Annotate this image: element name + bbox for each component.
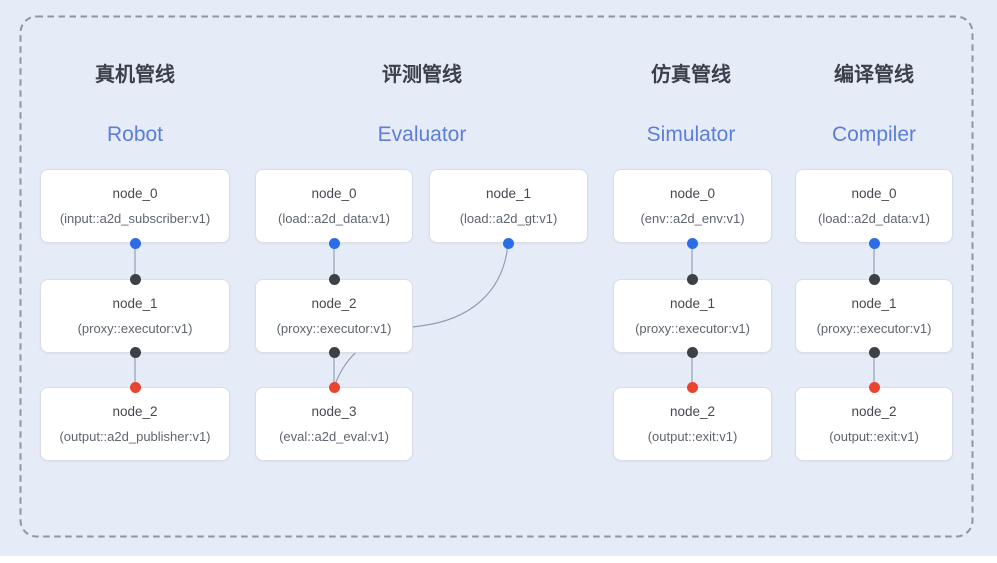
blue-port-dot bbox=[328, 237, 340, 249]
node-box-robot-node_1: node_1(proxy::executor:v1) bbox=[40, 279, 230, 353]
node-subtitle: (proxy::executor:v1) bbox=[276, 321, 392, 336]
node-subtitle: (load::a2d_gt:v1) bbox=[459, 211, 558, 226]
node-subtitle: (eval::a2d_eval:v1) bbox=[279, 429, 389, 444]
node-box-evaluator-node_0: node_0(load::a2d_data:v1) bbox=[255, 169, 413, 243]
node-title: node_0 bbox=[669, 186, 716, 201]
edge-curve bbox=[333, 242, 509, 388]
pipeline-title-cn-simulator: 仿真管线 bbox=[651, 64, 731, 86]
black-port-dot bbox=[686, 273, 698, 285]
black-port-dot bbox=[129, 346, 141, 358]
node-box-robot-node_2: node_2(output::a2d_publisher:v1) bbox=[40, 387, 230, 461]
node-box-simulator-node_2: node_2(output::exit:v1) bbox=[613, 387, 772, 461]
blue-port-dot bbox=[868, 237, 880, 249]
node-title: node_2 bbox=[311, 296, 357, 311]
node-subtitle: (load::a2d_data:v1) bbox=[817, 211, 931, 226]
black-port-dot bbox=[129, 273, 141, 285]
node-box-evaluator-node_2: node_2(proxy::executor:v1) bbox=[255, 279, 413, 353]
node-subtitle: (output::exit:v1) bbox=[647, 429, 738, 444]
pipeline-title-en-compiler: Compiler bbox=[831, 123, 917, 146]
red-port-dot bbox=[868, 381, 880, 393]
node-title: node_3 bbox=[311, 404, 357, 419]
node-box-compiler-node_1: node_1(proxy::executor:v1) bbox=[795, 279, 953, 353]
red-port-dot bbox=[686, 381, 698, 393]
node-title: node_1 bbox=[485, 186, 532, 201]
node-subtitle: (proxy::executor:v1) bbox=[816, 321, 932, 336]
red-port-dot bbox=[328, 381, 340, 393]
node-title: node_1 bbox=[669, 296, 716, 311]
pipeline-title-en-evaluator: Evaluator bbox=[377, 123, 467, 146]
node-title: node_0 bbox=[311, 186, 357, 201]
black-port-dot bbox=[328, 273, 340, 285]
bottom-strip bbox=[0, 556, 997, 563]
blue-port-dot bbox=[129, 237, 141, 249]
pipeline-title-cn-robot: 真机管线 bbox=[95, 64, 175, 86]
black-port-dot bbox=[328, 346, 340, 358]
pipeline-title-cn-compiler: 编译管线 bbox=[834, 64, 914, 86]
node-box-robot-node_0: node_0(input::a2d_subscriber:v1) bbox=[40, 169, 230, 243]
node-subtitle: (env::a2d_env:v1) bbox=[640, 211, 745, 226]
node-title: node_2 bbox=[112, 404, 158, 419]
black-port-dot bbox=[868, 346, 880, 358]
node-box-simulator-node_1: node_1(proxy::executor:v1) bbox=[613, 279, 772, 353]
node-subtitle: (proxy::executor:v1) bbox=[77, 321, 193, 336]
black-port-dot bbox=[868, 273, 880, 285]
pipeline-title-cn-evaluator: 评测管线 bbox=[382, 64, 462, 86]
node-box-compiler-node_0: node_0(load::a2d_data:v1) bbox=[795, 169, 953, 243]
node-title: node_0 bbox=[851, 186, 897, 201]
node-subtitle: (output::exit:v1) bbox=[829, 429, 919, 444]
node-box-simulator-node_0: node_0(env::a2d_env:v1) bbox=[613, 169, 772, 243]
node-title: node_2 bbox=[669, 404, 716, 419]
node-box-evaluator-node_1: node_1(load::a2d_gt:v1) bbox=[429, 169, 588, 243]
pipeline-title-en-simulator: Simulator bbox=[646, 123, 736, 146]
dashed-frame bbox=[19, 15, 974, 538]
pipeline-title-en-robot: Robot bbox=[106, 123, 164, 146]
blue-port-dot bbox=[686, 237, 698, 249]
node-box-compiler-node_2: node_2(output::exit:v1) bbox=[795, 387, 953, 461]
node-title: node_2 bbox=[851, 404, 897, 419]
node-subtitle: (proxy::executor:v1) bbox=[635, 321, 750, 336]
node-subtitle: (load::a2d_data:v1) bbox=[277, 211, 391, 226]
node-subtitle: (output::a2d_publisher:v1) bbox=[59, 429, 211, 444]
node-title: node_0 bbox=[112, 186, 158, 201]
black-port-dot bbox=[686, 346, 698, 358]
node-title: node_1 bbox=[112, 296, 158, 311]
node-subtitle: (input::a2d_subscriber:v1) bbox=[59, 211, 211, 226]
red-port-dot bbox=[129, 381, 141, 393]
node-box-evaluator-node_3: node_3(eval::a2d_eval:v1) bbox=[255, 387, 413, 461]
blue-port-dot bbox=[502, 237, 514, 249]
node-title: node_1 bbox=[851, 296, 897, 311]
